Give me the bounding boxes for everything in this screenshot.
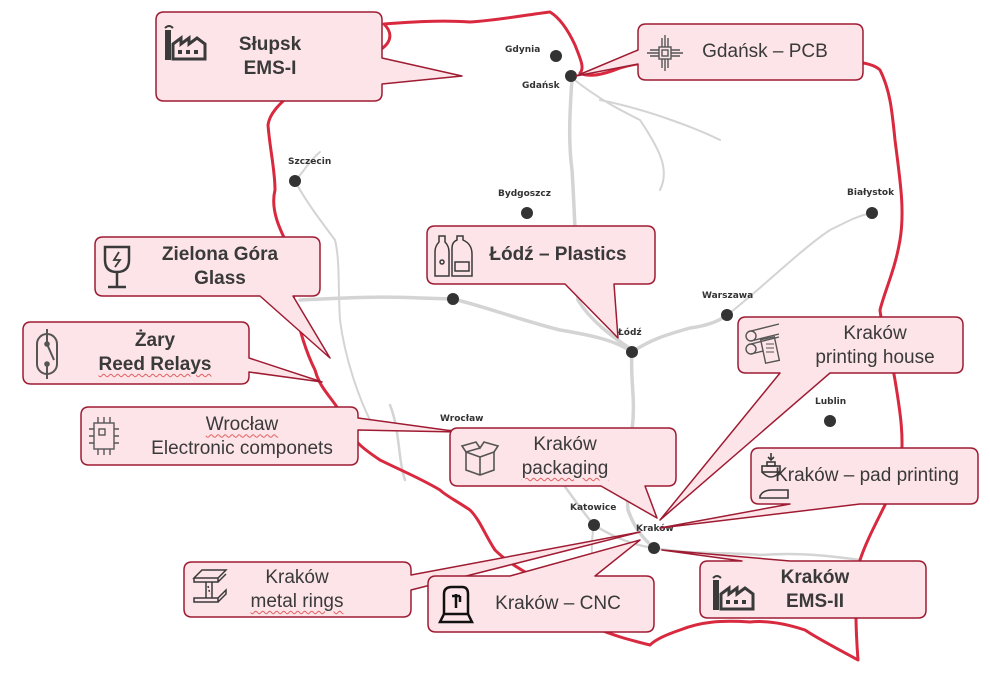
city-gdynia[interactable]: Gdynia (505, 45, 562, 62)
road (298, 295, 634, 354)
callout-krakow-ems2[interactable] (661, 549, 927, 619)
callouts (22, 11, 979, 633)
city-szczecin[interactable]: Szczecin (288, 157, 331, 187)
city-bialystok[interactable]: Białystok (847, 188, 895, 219)
city-gdansk[interactable]: Gdańsk (522, 70, 577, 91)
city-warszawa[interactable]: Warszawa (702, 291, 753, 321)
road (599, 99, 721, 141)
svg-text:Wrocław: Wrocław (440, 414, 483, 424)
callout-gdansk[interactable] (575, 23, 864, 81)
svg-text:Bydgoszcz: Bydgoszcz (498, 189, 551, 199)
callout-zielona-gora[interactable] (94, 236, 331, 359)
callout-krakow-pad[interactable] (659, 447, 979, 529)
svg-text:Kraków: Kraków (636, 523, 674, 534)
svg-text:Gdańsk: Gdańsk (522, 81, 561, 91)
road (388, 403, 407, 482)
road (567, 76, 634, 352)
callout-wroclaw[interactable] (80, 406, 461, 466)
city-katowice[interactable]: Katowice (570, 503, 616, 531)
city-wroclaw[interactable]: Wrocław (440, 293, 483, 424)
svg-text:Szczecin: Szczecin (288, 157, 331, 167)
callout-lodz[interactable] (426, 225, 656, 339)
road (726, 212, 873, 316)
road (592, 523, 862, 562)
svg-text:Łódź: Łódź (617, 327, 642, 338)
callout-zary[interactable] (22, 321, 323, 385)
callout-slupsk[interactable] (155, 11, 463, 102)
callout-krakow-packaging[interactable] (449, 427, 677, 519)
callout-krakow-metal[interactable] (183, 531, 641, 618)
road (630, 313, 729, 354)
city-bydgoszcz[interactable]: Bydgoszcz (498, 189, 551, 219)
city-krakow[interactable]: Kraków (636, 523, 674, 554)
city-lublin[interactable]: Lublin (815, 397, 846, 427)
svg-text:Białystok: Białystok (847, 188, 895, 198)
svg-text:Gdynia: Gdynia (505, 45, 540, 55)
callout-krakow-printing[interactable] (659, 316, 964, 521)
callout-krakow-cnc[interactable] (427, 539, 655, 633)
road (571, 77, 665, 191)
svg-text:Katowice: Katowice (570, 503, 616, 513)
city-lodz[interactable]: Łódź (617, 327, 642, 358)
cities: Gdynia Gdańsk Szczecin Bydgoszcz Białyst… (288, 45, 895, 554)
svg-text:Warszawa: Warszawa (702, 291, 753, 301)
road (294, 180, 371, 421)
svg-text:Lublin: Lublin (815, 397, 846, 407)
